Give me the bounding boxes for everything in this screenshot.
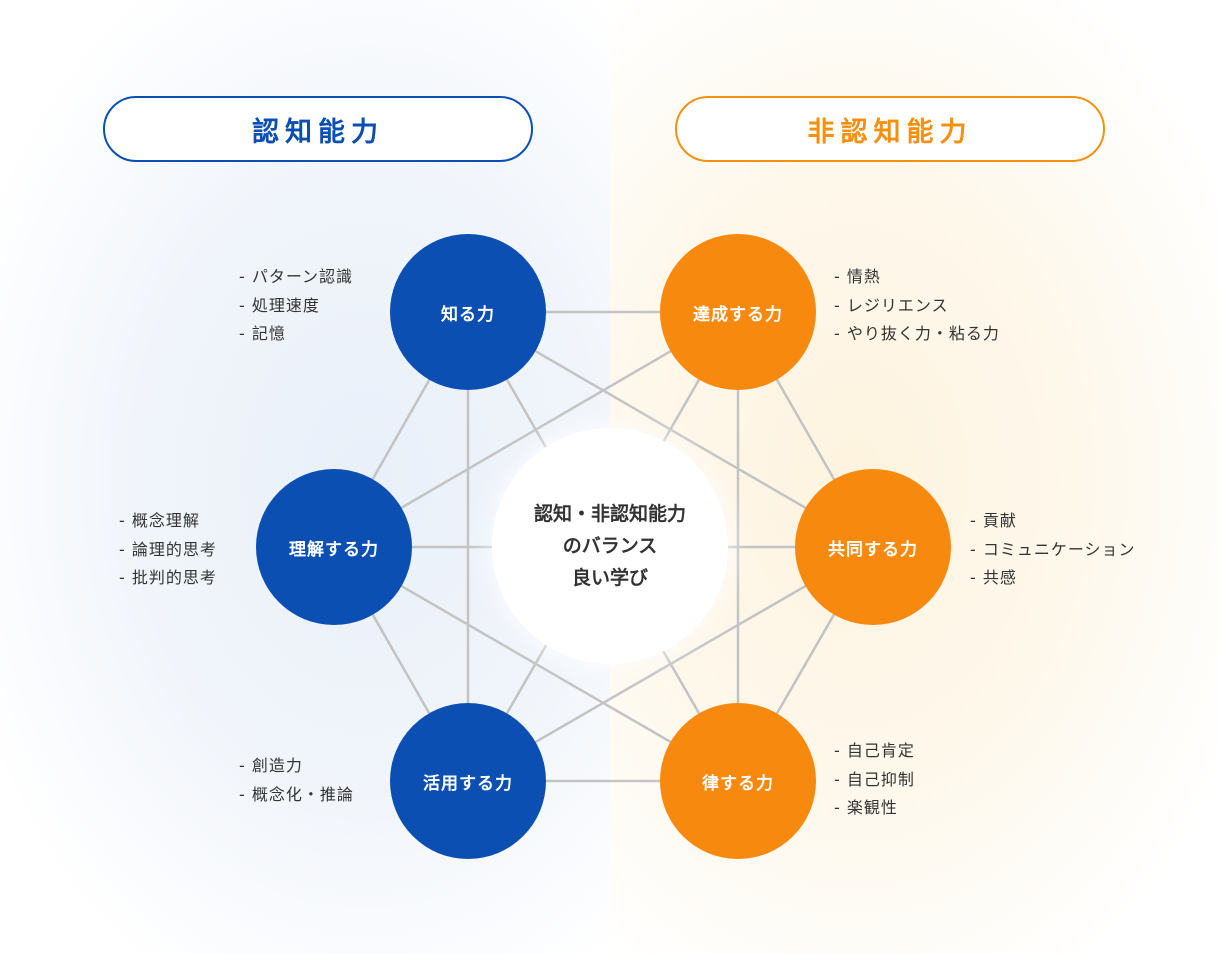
cooperate-item: - 共感 [970,568,1017,587]
center-line-3: 良い学び [571,567,648,589]
node-know-label: 知る力 [441,304,495,325]
apply-item: - 創造力 [239,756,303,775]
node-discipline: 律する力 [660,703,816,859]
cognitive-header: 認知能力 [103,96,533,162]
understand-item: - 批判的思考 [119,568,217,587]
node-discipline-label: 律する力 [702,773,774,794]
understand-items: - 概念理解 - 論理的思考 - 批判的思考 [119,507,217,593]
non-cognitive-header: 非認知能力 [675,96,1105,162]
node-cooperate-label: 共同する力 [828,539,918,560]
achieve-item: - レジリエンス [834,295,949,315]
node-apply-label: 活用する力 [423,773,513,794]
know-item: - 記憶 [239,324,286,343]
node-understand: 理解する力 [256,469,412,625]
achieve-item: - やり抜く力・粘る力 [834,324,1000,343]
achieve-items: - 情熱 - レジリエンス - やり抜く力・粘る力 [834,263,1000,349]
node-apply: 活用する力 [390,703,546,859]
know-item: - 処理速度 [239,295,320,315]
apply-item: - 概念化・推論 [239,784,354,804]
center-circle: 認知・非認知能力 のバランス 良い学び [492,428,728,664]
cooperate-items: - 貢献 - コミュニケーション - 共感 [970,507,1136,593]
achieve-item: - 情熱 [834,267,881,286]
understand-item: - 論理的思考 [119,539,217,559]
center-line-2: のバランス [562,535,658,557]
know-items: - パターン認識 - 処理速度 - 記憶 [239,263,353,349]
cooperate-item: - コミュニケーション [970,539,1136,559]
discipline-item: - 楽観性 [834,798,898,817]
node-achieve: 達成する力 [660,234,816,390]
cooperate-item: - 貢献 [970,511,1017,530]
node-cooperate: 共同する力 [795,469,951,625]
know-item: - パターン認識 [239,267,354,286]
discipline-item: - 自己抑制 [834,769,915,789]
node-achieve-label: 達成する力 [693,304,783,325]
node-know: 知る力 [390,234,546,390]
discipline-items: - 自己肯定 - 自己抑制 - 楽観性 [834,737,915,823]
understand-item: - 概念理解 [119,511,200,530]
center-line-1: 認知・非認知能力 [533,503,686,525]
discipline-item: - 自己肯定 [834,741,915,760]
node-understand-label: 理解する力 [289,539,379,560]
apply-items: - 創造力 - 概念化・推論 [239,752,354,809]
